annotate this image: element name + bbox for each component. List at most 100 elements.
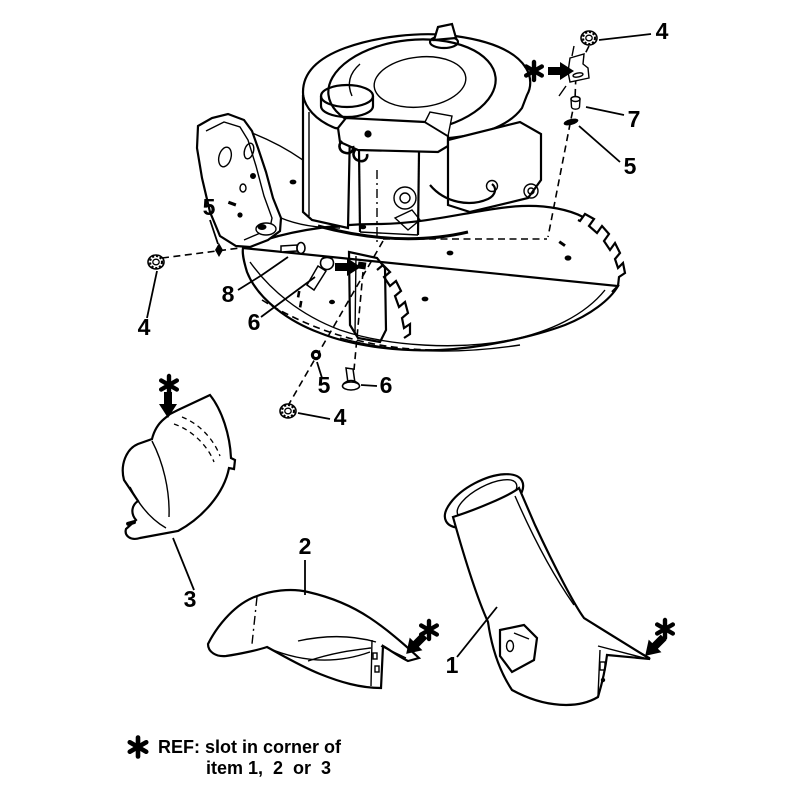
deck-top-edge — [242, 204, 584, 250]
oil-cap — [432, 22, 458, 42]
chute-tab-slot — [513, 632, 530, 640]
carburetor-detail-center — [527, 187, 535, 195]
fuel-line — [429, 183, 497, 205]
throttle-hook — [338, 140, 355, 155]
chute-beak-top — [583, 617, 651, 659]
flange-nut-icon — [579, 29, 599, 47]
deflector-2-crease — [307, 647, 372, 662]
chute-tab-hole — [505, 639, 515, 653]
deflector-2-endcap — [370, 639, 373, 687]
callout-label-2: 2 — [299, 533, 312, 559]
chute-side-tab — [498, 623, 539, 674]
bracket-hole — [250, 173, 256, 179]
engine-bottom-edge — [359, 231, 419, 236]
callout-label-4-top: 4 — [656, 18, 669, 44]
slot-marker-icon — [657, 620, 673, 638]
deck-serrated-edge-right — [577, 212, 627, 293]
deck-lip-inner — [249, 261, 606, 347]
chute-beak-bottom — [597, 645, 649, 660]
chute-endcap-hole — [599, 661, 606, 671]
deck-hole — [329, 299, 335, 305]
flange-nut-icon — [278, 402, 298, 420]
deflector-2-endcap-hole — [372, 652, 378, 660]
engine-front-edge — [357, 149, 362, 233]
ref-note: REF: slot in corner of item 1, 2 or 3 — [130, 737, 342, 778]
slot-marker-icon — [161, 376, 177, 394]
washer-nut-dashed-line — [288, 240, 384, 405]
deflector-3-crease-hidden — [173, 423, 215, 463]
ref-note-line1: REF: slot in corner of — [158, 737, 342, 757]
spacer-icon — [570, 95, 581, 110]
hardware — [146, 29, 599, 420]
washer-icon — [563, 118, 579, 126]
deck-slot-mark — [298, 300, 303, 308]
mount-plate-step — [424, 111, 453, 138]
handle-bracket — [195, 112, 283, 249]
deflector-2-centerline — [251, 596, 258, 645]
bracket-slot — [227, 200, 237, 207]
slot-marker-icon — [130, 738, 146, 757]
washer-icon — [310, 349, 322, 361]
callout-label-1: 1 — [446, 652, 459, 678]
deflector-3-outline — [121, 393, 237, 540]
bracket-hole — [237, 212, 243, 218]
deflector-3-fold — [129, 486, 167, 529]
deflector-2-fold — [267, 647, 371, 661]
deflector-2-beak-line — [380, 645, 407, 659]
callout-label-5-right: 5 — [624, 153, 637, 179]
flange-nut-icon — [146, 253, 166, 271]
deck-rear-lip — [280, 217, 341, 229]
callout-label-6-left: 6 — [248, 309, 261, 335]
clip-bracket-icon — [558, 45, 590, 97]
chute-endcap-rivet — [600, 677, 606, 683]
bracket-hole — [217, 146, 233, 168]
callout-labels: 4 7 5 5 4 8 6 5 6 4 3 2 1 — [138, 18, 669, 678]
ref-note-line2: item 1, 2 or 3 — [206, 758, 331, 778]
callout-label-7: 7 — [628, 106, 641, 132]
bracket-hole — [239, 183, 247, 193]
deck-slot-mark — [296, 290, 301, 298]
callout-label-5-left: 5 — [203, 194, 216, 220]
carriage-bolt-icon — [341, 367, 361, 391]
deck-hole — [421, 296, 429, 302]
engine-block-right — [446, 120, 543, 214]
deflector-3-slot — [126, 520, 136, 526]
recoil-starter-center — [373, 55, 467, 109]
carriage-bolt-icon — [280, 241, 306, 255]
engine-assembly — [301, 22, 543, 241]
carburetor-detail — [523, 183, 539, 199]
left-nut-dashed-line — [161, 247, 241, 259]
deck-hole — [446, 250, 454, 256]
chute-crease — [514, 495, 575, 606]
bracket-bolt — [257, 224, 267, 230]
bolt-dashed-line — [353, 271, 364, 371]
hardware-stack-dashed-line — [547, 45, 590, 238]
deck-hole — [564, 255, 572, 261]
plate-bolt — [364, 130, 372, 138]
crankshaft-boss — [393, 186, 417, 210]
chute-endcap — [597, 649, 601, 697]
callout-label-6-mid: 6 — [380, 372, 393, 398]
recoil-detail — [348, 63, 361, 97]
part-3-deflector — [121, 393, 237, 540]
fuel-line-fitting — [485, 179, 499, 193]
deck-serrated-edge-opening — [376, 263, 412, 339]
mount-step — [393, 209, 421, 231]
callout-label-5-mid: 5 — [318, 372, 331, 398]
deflector-3-crease-hidden — [181, 416, 221, 457]
engine-tank-left — [301, 94, 352, 230]
deflector-2-endcap-hole — [374, 665, 380, 673]
deck-outline — [241, 246, 620, 352]
deflector-2-outline — [206, 588, 422, 690]
handle-bracket-outline — [195, 112, 283, 249]
bracket-hole — [243, 142, 255, 160]
deck-hole — [359, 224, 367, 230]
callout-label-3: 3 — [184, 586, 197, 612]
direction-arrow-icon — [335, 258, 361, 276]
deck-tab-mark — [558, 240, 566, 247]
crankshaft-center — [399, 192, 411, 204]
deflector-3-fold — [151, 440, 170, 518]
leader-lines — [146, 33, 652, 658]
